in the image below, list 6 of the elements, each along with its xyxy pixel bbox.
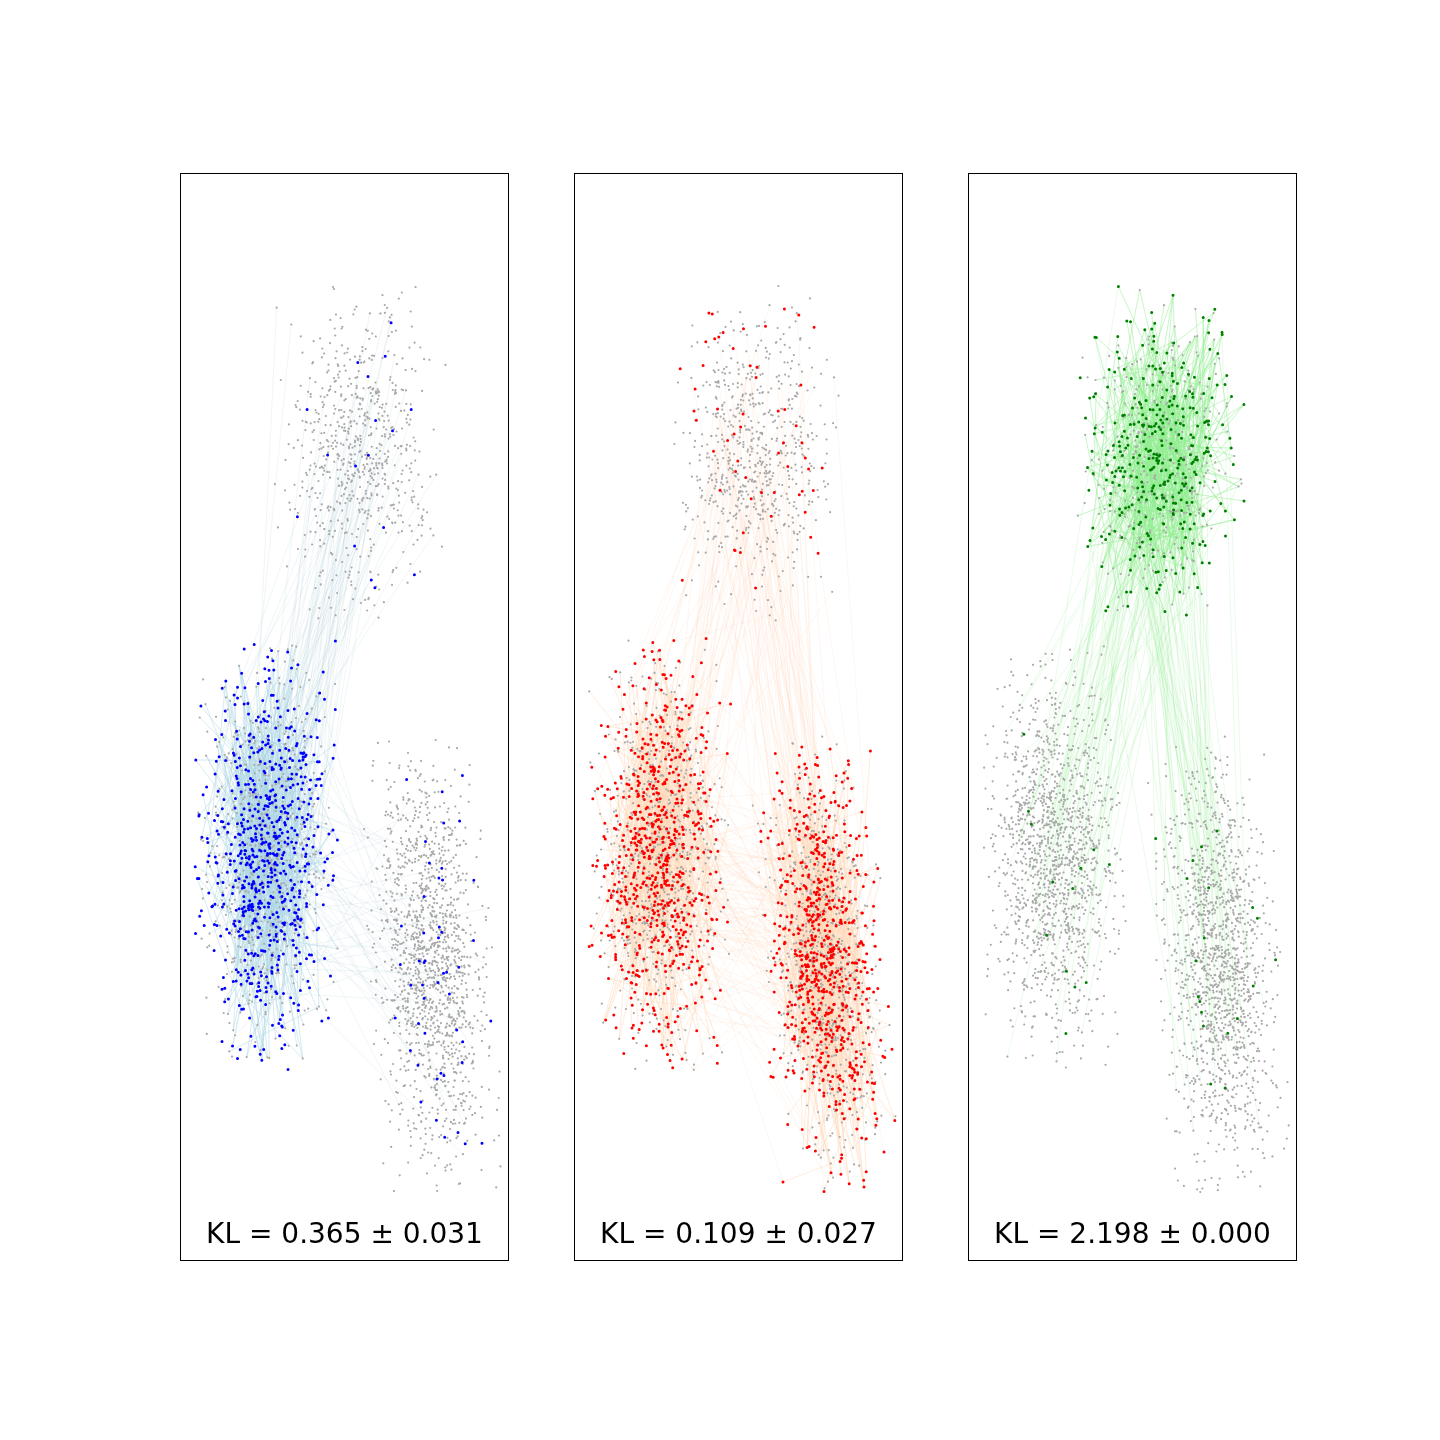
plot-panel <box>968 173 1297 1261</box>
plot-panel <box>574 173 903 1261</box>
plot-panel <box>180 173 509 1261</box>
kl-value-text: KL = 0.365 ± 0.031 <box>206 1216 483 1252</box>
kl-value-text: KL = 0.109 ± 0.027 <box>600 1216 877 1252</box>
kl-value-text: KL = 2.198 ± 0.000 <box>994 1216 1271 1252</box>
